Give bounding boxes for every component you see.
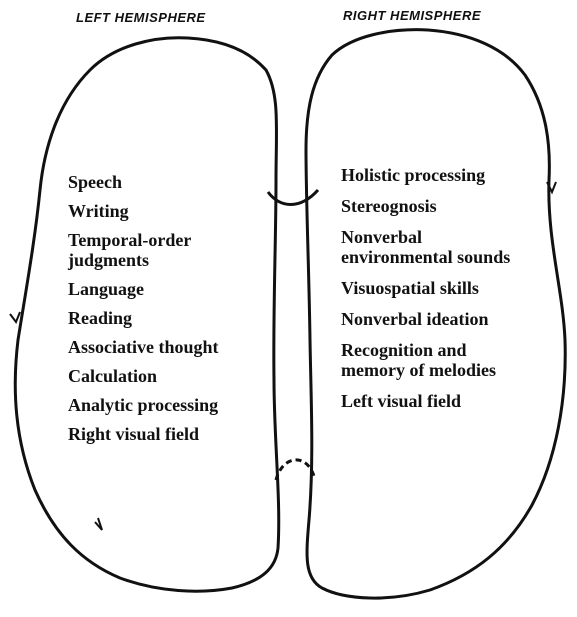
right-hemisphere-function-item: Left visual field xyxy=(341,391,510,411)
right-hemisphere-function-item: Nonverbal ideation xyxy=(341,309,510,329)
left-hemisphere-function-item: Analytic processing xyxy=(68,395,219,415)
left-hemisphere-function-item: Reading xyxy=(68,308,219,328)
right-hemisphere-title: RIGHT HEMISPHERE xyxy=(343,8,481,23)
left-hemisphere-title: LEFT HEMISPHERE xyxy=(76,10,206,25)
left-hemisphere-function-item: Right visual field xyxy=(68,424,219,444)
left-hemisphere-function-item: Speech xyxy=(68,172,219,192)
right-hemisphere-function-item: Stereognosis xyxy=(341,196,510,216)
right-hemisphere-function-item: Holistic processing xyxy=(341,165,510,185)
left-hemisphere-function-item: Writing xyxy=(68,201,219,221)
left-hemisphere-function-item: Calculation xyxy=(68,366,219,386)
anterior-commissure-connector xyxy=(276,460,314,480)
left-hemisphere-function-item: Associative thought xyxy=(68,337,219,357)
right-hemisphere-function-item: Visuospatial skills xyxy=(341,278,510,298)
left-outline-lower-arrow-tick xyxy=(95,518,102,530)
left-outline-arrow-tick xyxy=(10,312,20,322)
left-hemisphere-function-item: Language xyxy=(68,279,219,299)
